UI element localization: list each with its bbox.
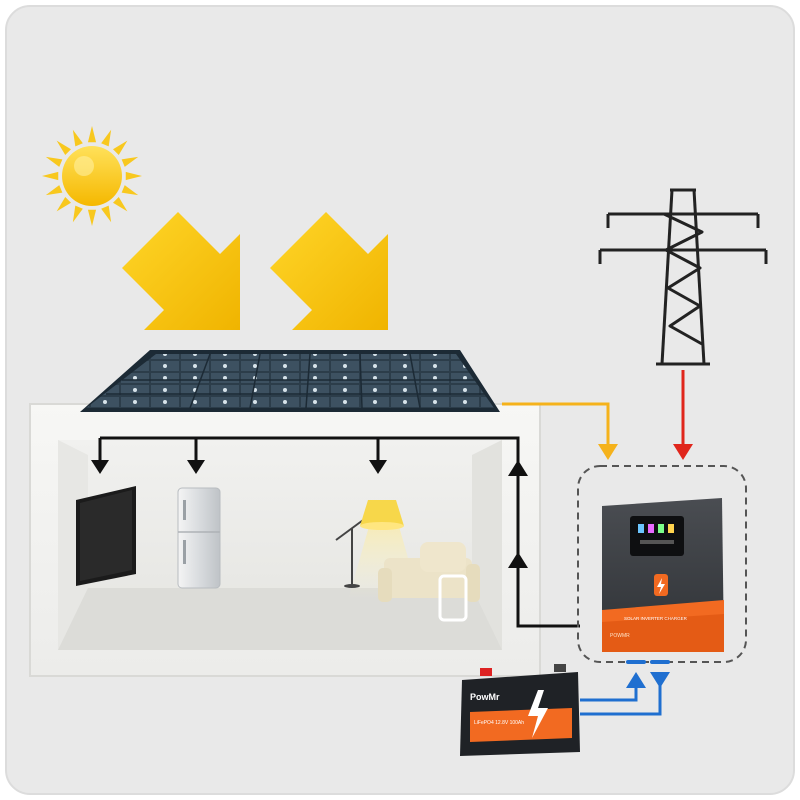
sun-icon [42, 126, 142, 226]
sun-ray [56, 196, 72, 212]
inverter-icon: SOLAR INVERTER CHARGER POWMR [602, 498, 724, 652]
sun-ray [45, 156, 63, 167]
solar-panel-icon [80, 350, 500, 412]
sofa-icon [378, 542, 480, 622]
inverter-display-icon [638, 524, 674, 544]
battery-spec-text: LiFePO4 12.8V 100Ah [474, 720, 524, 726]
tv-icon [76, 486, 136, 586]
battery-brand-text: PowMr [470, 692, 500, 702]
power-tower-icon [598, 188, 768, 366]
inverter-brand-text: POWMR [610, 633, 630, 639]
ac-drop-arrow [91, 460, 528, 568]
inverter-model-text: SOLAR INVERTER CHARGER [624, 616, 688, 621]
sun-ray [112, 196, 128, 212]
sun-ray [87, 126, 97, 143]
sun-ray [101, 205, 112, 223]
sunlight-arrow-icon [270, 212, 388, 330]
sun-ray [121, 156, 139, 167]
sun-ray [87, 209, 97, 226]
pv-input-line [502, 402, 618, 460]
dc-arrow [626, 660, 670, 688]
sun-ray [72, 205, 83, 223]
sun-ray [112, 140, 128, 156]
sun-ray [125, 171, 142, 181]
grid-input-line [673, 370, 693, 460]
sun-ray [45, 185, 63, 196]
inverter-group-outline [577, 465, 747, 663]
battery-icon: PowMr LiFePO4 12.8V 100Ah [460, 664, 580, 756]
ac-output-line [98, 436, 580, 628]
sunlight-arrow-icon [122, 212, 240, 330]
refrigerator-icon [177, 487, 221, 589]
sun-ray [42, 171, 59, 181]
sun-ray [121, 185, 139, 196]
sun-ray [101, 129, 112, 147]
sun-ray [72, 129, 83, 147]
sun-ray [56, 140, 72, 156]
